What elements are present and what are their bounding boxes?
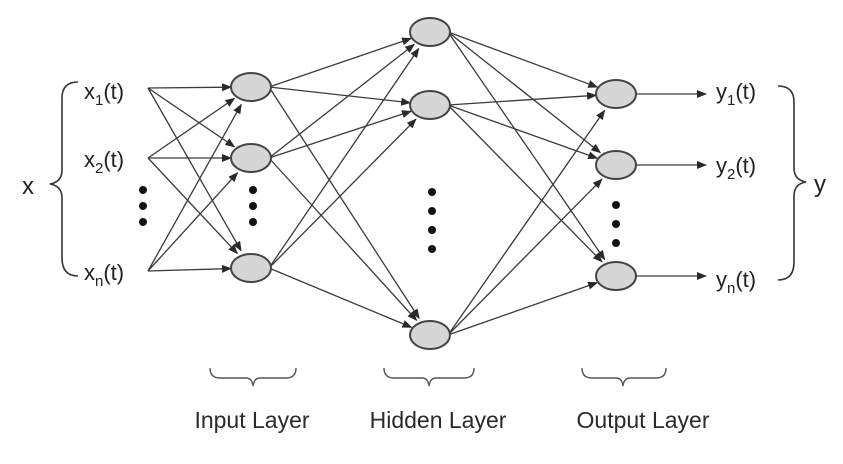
input-vector-label: x [22,173,34,200]
output-y1-label: y1(t) [716,79,756,109]
edge-x2-to-in3 [147,157,239,255]
edge-h1-to-out2 [447,31,602,154]
hidden-layer-brace [383,367,475,387]
input-layer-ellipsis-dot-2 [249,202,257,210]
output-layer-ellipsis-dot-3 [612,239,620,247]
hidden-layer-ellipsis-dot-2 [428,207,436,215]
output-node-3 [595,261,637,291]
edge-h3-to-out3 [447,281,599,336]
input-node-2 [230,143,272,173]
edge-in1-to-h2 [268,86,412,106]
hidden-layer-ellipsis-dot-4 [428,245,436,253]
edge-h3-to-out1 [447,109,606,336]
input-terms-ellipsis-dot-2 [139,202,147,210]
ellipsis-dots [139,186,620,253]
hidden-layer-ellipsis-dot-1 [428,188,436,196]
edge-in3-to-h1 [268,47,420,269]
output-node-2 [595,150,637,180]
edge-h2-to-out1 [447,91,598,106]
hidden-node-3 [409,320,451,350]
edge-in2-to-h1 [268,43,416,159]
edge-in3-to-h3 [268,267,413,328]
input-xn-label: xn(t) [84,260,124,290]
input-terms-ellipsis-dot-1 [139,186,147,194]
connection-lines [147,31,707,336]
hidden-layer-label: Hidden Layer [370,407,507,433]
output-layer-ellipsis-dot-1 [612,201,620,209]
input-x2-label: x2(t) [84,147,124,177]
edge-h2-to-out2 [447,104,599,160]
input-layer-ellipsis-dot-3 [249,218,257,226]
input-vector-brace [49,81,79,277]
edge-h2-to-out3 [447,104,603,263]
edge-in2-to-h3 [268,157,418,321]
output-y2-label: y2(t) [716,153,756,183]
output-layer-label: Output Layer [577,407,710,433]
edge-h1-to-out1 [447,31,599,88]
input-terms-ellipsis-dot-3 [139,218,147,226]
input-node-3 [230,253,272,283]
output-layer-brace [581,367,667,387]
output-vector-brace [777,85,807,281]
input-x1-label: x1(t) [84,79,124,109]
output-vector-label: y [814,171,826,198]
hidden-node-2 [409,90,451,120]
hidden-layer-ellipsis-dot-3 [428,226,436,234]
input-layer-ellipsis-dot-1 [249,186,257,194]
edge-in1-to-h3 [268,86,420,320]
output-yn-label: yn(t) [716,267,756,297]
input-layer-brace [209,367,297,387]
edge-x1-to-in2 [147,87,236,148]
edge-x3-to-in2 [147,172,239,272]
edge-x1-to-in3 [147,87,242,252]
output-layer-ellipsis-dot-2 [612,220,620,228]
input-node-1 [230,72,272,102]
edge-in3-to-h2 [268,118,417,269]
edge-x2-to-in1 [147,97,236,159]
edge-x3-to-in1 [147,103,242,272]
edge-x3-to-in3 [147,264,233,273]
input-layer-label: Input Layer [194,407,309,433]
edge-x1-to-in1 [147,83,233,92]
edge-h1-to-out3 [447,31,606,261]
edge-in1-to-h1 [268,37,413,88]
edge-in2-to-h2 [268,110,412,159]
edge-h3-to-out2 [447,178,603,336]
neuron-nodes [230,17,637,350]
hidden-node-1 [409,17,451,47]
output-node-1 [595,79,637,109]
